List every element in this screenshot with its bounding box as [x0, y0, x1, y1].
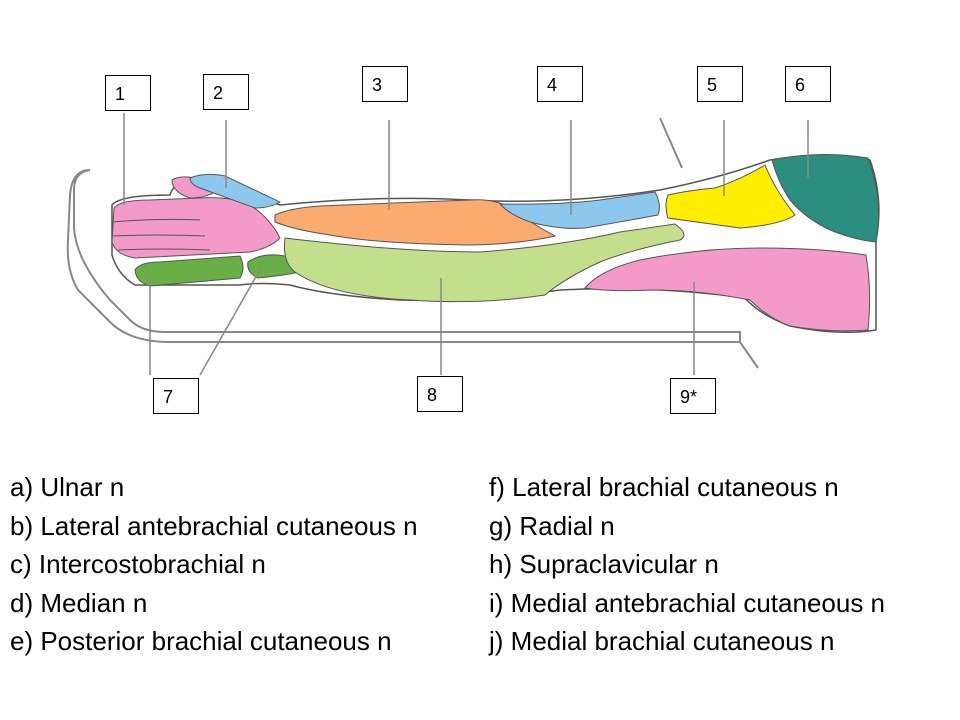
region-dark-green-hand — [134, 255, 244, 287]
label-box-2: 2 — [203, 74, 249, 110]
legend-item-e: e) Posterior brachial cutaneous n — [10, 626, 392, 656]
legend-item-i: i) Medial antebrachial cutaneous n — [489, 587, 886, 618]
region-yellow-shoulder — [665, 164, 796, 229]
legend-item-f: f) Lateral brachial cutaneous n — [489, 472, 839, 502]
label-box-7: 7 — [153, 378, 199, 414]
legend-item-a: a) Ulnar n — [10, 472, 125, 502]
legend-left-column: a) Ulnar n b) Lateral antebrachial cutan… — [10, 468, 418, 661]
label-box-6: 6 — [785, 66, 831, 102]
arm-dermatome-diagram — [66, 113, 880, 376]
label-box-1: 1 — [105, 75, 151, 111]
legend-item-d: d) Median n — [10, 587, 148, 618]
table-board — [66, 117, 759, 369]
label-box-3: 3 — [362, 66, 408, 102]
region-orange-forearm — [274, 199, 557, 246]
label-box-4: 4 — [537, 66, 583, 102]
region-pink-upper-arm — [584, 247, 871, 332]
region-blue-upper — [498, 191, 660, 229]
legend-right-column: f) Lateral brachial cutaneous n g) Radia… — [489, 468, 885, 661]
label-box-5: 5 — [697, 66, 743, 102]
legend-item-j: j) Medial brachial cutaneous n — [489, 626, 835, 656]
legend-item-h: h) Supraclavicular n — [489, 549, 719, 579]
label-box-8: 8 — [417, 376, 463, 412]
finger-lines — [111, 218, 211, 251]
legend-item-g: g) Radial n — [489, 510, 615, 541]
region-hand-pink — [111, 197, 281, 259]
region-teal-shoulder — [771, 153, 880, 243]
region-thumb-pink — [171, 176, 216, 199]
region-light-green-forearm — [284, 223, 685, 303]
leader-lines — [123, 113, 809, 376]
region-blue-wrist — [189, 173, 282, 209]
legend-item-c: c) Intercostobrachial n — [10, 549, 266, 579]
legend-item-b: b) Lateral antebrachial cutaneous n — [10, 510, 418, 541]
label-box-9: 9* — [670, 378, 716, 414]
